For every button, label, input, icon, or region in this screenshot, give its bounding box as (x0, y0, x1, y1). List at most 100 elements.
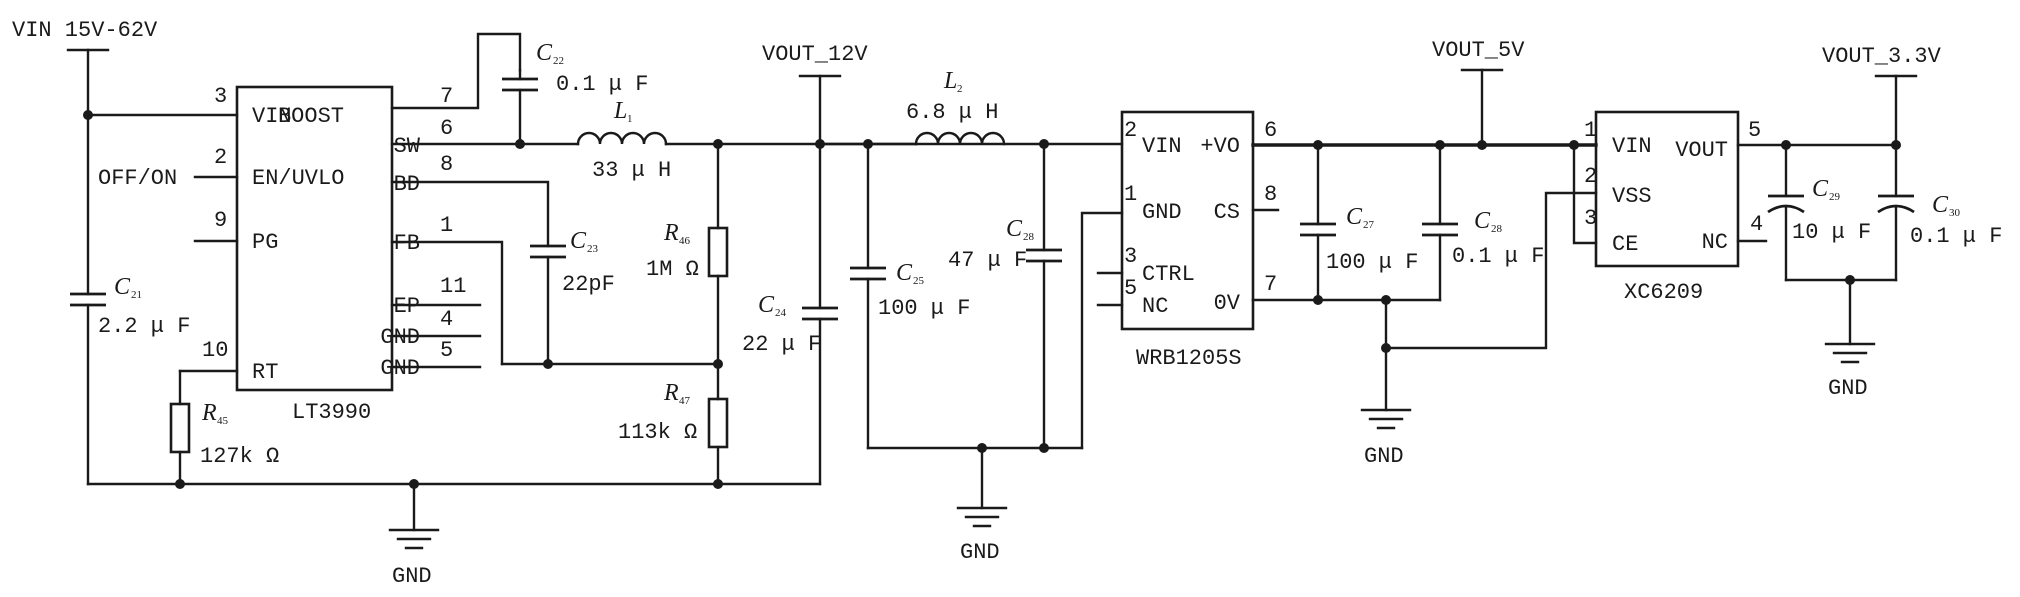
c28b-ref: C (1474, 208, 1491, 234)
xc-pin-vout: VOUT (1675, 138, 1728, 163)
wrb-pin-ov: 0V (1214, 291, 1241, 316)
xc-pin-nc: NC (1702, 230, 1728, 255)
svg-text:22: 22 (553, 55, 564, 67)
c23-value: 22pF (562, 272, 615, 297)
off-on-label: OFF/ON (98, 166, 177, 191)
svg-text:24: 24 (775, 307, 787, 319)
r47-ref: R (663, 380, 679, 406)
svg-text:3: 3 (1584, 206, 1597, 231)
l2-ref: L (943, 68, 957, 94)
l2-inductor (914, 131, 1006, 146)
c23-ref: C (570, 228, 587, 254)
lt3990-pin-gnd2: GND (380, 356, 420, 381)
c21-ref: C (114, 274, 131, 300)
svg-text:3: 3 (214, 84, 227, 109)
svg-text:2: 2 (1124, 118, 1137, 143)
lt3990-pin-gnd1: GND (380, 325, 420, 350)
svg-text:4: 4 (1750, 212, 1763, 237)
svg-text:5: 5 (1748, 118, 1761, 143)
svg-text:29: 29 (1829, 191, 1841, 203)
svg-text:1: 1 (1584, 118, 1597, 143)
svg-text:3: 3 (1124, 244, 1137, 269)
gnd-symbol-3 (1360, 408, 1412, 430)
svg-text:11: 11 (440, 274, 466, 299)
c30-ref: C (1932, 192, 1949, 218)
svg-text:8: 8 (1264, 182, 1277, 207)
wrb1205s-body (1120, 110, 1255, 331)
svg-text:7: 7 (1264, 272, 1277, 297)
r45-value: 127k Ω (200, 444, 279, 469)
lt3990-pin-rt: RT (252, 360, 278, 385)
c27-ref: C (1346, 204, 1363, 230)
c28a-value: 47 μ F (948, 248, 1027, 273)
wrb-pin-nc: NC (1142, 294, 1168, 319)
l2-value: 6.8 μ H (906, 100, 998, 125)
svg-text:28: 28 (1023, 231, 1035, 243)
xc6209-body (1594, 110, 1740, 268)
lt3990-body (235, 85, 394, 392)
c21-value: 2.2 μ F (98, 314, 190, 339)
r46-value: 1M Ω (646, 257, 699, 282)
svg-text:9: 9 (214, 208, 227, 233)
wrb-pin-cs: CS (1214, 200, 1240, 225)
svg-text:5: 5 (440, 338, 453, 363)
wrb-pin-vo: +VO (1200, 134, 1240, 159)
lt3990-pin-ep: EP (394, 294, 420, 319)
gnd-label-3: GND (1364, 444, 1404, 469)
gnd-label-2: GND (960, 540, 1000, 565)
svg-text:10: 10 (202, 338, 228, 363)
svg-text:23: 23 (587, 243, 599, 255)
lt3990-pin-fb: FB (394, 231, 420, 256)
svg-text:46: 46 (679, 235, 691, 247)
svg-text:1: 1 (440, 213, 453, 238)
r47-resistor (707, 397, 729, 449)
c29-ref: C (1812, 176, 1829, 202)
vout33-rail-label: VOUT_3.3V (1822, 44, 1942, 69)
c28a-ref: C (1006, 216, 1023, 242)
c29-value: 10 μ F (1792, 220, 1871, 245)
xc-pin-vss: VSS (1612, 184, 1652, 209)
c22-value: 0.1 μ F (556, 72, 648, 97)
wrb-pin-gnd: GND (1142, 200, 1182, 225)
svg-text:27: 27 (1363, 219, 1375, 231)
c25-value: 100 μ F (878, 296, 970, 321)
c28b-value: 0.1 μ F (1452, 244, 1544, 269)
c24-ref: C (758, 292, 775, 318)
svg-text:4: 4 (440, 307, 453, 332)
r46-resistor (707, 226, 729, 278)
svg-text:21: 21 (131, 289, 142, 301)
l1-ref: L (613, 98, 627, 124)
svg-text:1: 1 (627, 113, 633, 125)
svg-text:7: 7 (440, 84, 453, 109)
gnd-symbol-2 (956, 506, 1008, 528)
gnd-symbol-1 (388, 528, 440, 550)
l1-value: 33 μ H (592, 158, 671, 183)
r45-resistor (169, 402, 191, 454)
c25-ref: C (896, 260, 913, 286)
svg-text:2: 2 (957, 83, 963, 95)
xc-pin-ce: CE (1612, 232, 1638, 257)
svg-text:2: 2 (214, 145, 227, 170)
svg-text:28: 28 (1491, 223, 1503, 235)
svg-text:25: 25 (913, 275, 925, 287)
lt3990-pin-vin: VIN (252, 104, 292, 129)
lt3990-pin-pg: PG (252, 230, 278, 255)
xc6209-name: XC6209 (1624, 280, 1703, 305)
r47-value: 113k Ω (618, 420, 697, 445)
svg-text:5: 5 (1124, 276, 1137, 301)
wrb-pin-vin: VIN (1142, 134, 1182, 159)
wrb-pin-ctrl: CTRL (1142, 262, 1195, 287)
c24-value: 22 μ F (742, 332, 821, 357)
lt3990-pin-sw: SW (394, 134, 421, 159)
svg-text:6: 6 (1264, 118, 1277, 143)
gnd-label-1: GND (392, 564, 432, 589)
svg-text:1: 1 (1124, 182, 1137, 207)
svg-text:47: 47 (679, 395, 691, 407)
xc-pin-vin: VIN (1612, 134, 1652, 159)
vin-rail-label: VIN 15V-62V (12, 18, 158, 43)
lt3990-pin-boost: BOOST (278, 104, 344, 129)
gnd-label-4: GND (1828, 376, 1868, 401)
c30-value: 0.1 μ F (1910, 224, 2002, 249)
lt3990-pin-en: EN/UVLO (252, 166, 344, 191)
c22-ref: C (536, 40, 553, 66)
